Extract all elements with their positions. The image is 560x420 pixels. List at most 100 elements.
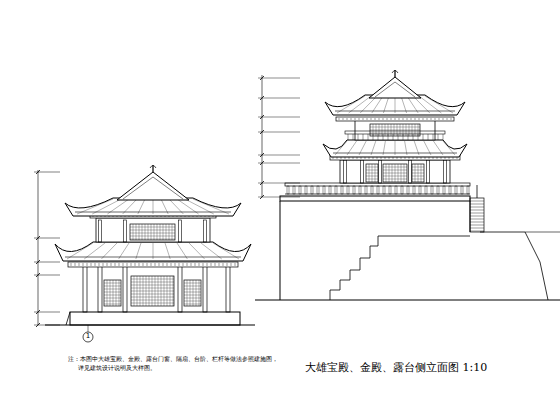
- line: [395, 118, 396, 120]
- line: [470, 228, 484, 229]
- line: [133, 224, 134, 240]
- rect: [407, 186, 409, 194]
- line: [199, 280, 200, 306]
- line: [260, 181, 264, 185]
- line: [333, 153, 457, 154]
- line: [470, 222, 484, 223]
- line: [231, 263, 232, 266]
- line: [258, 98, 300, 99]
- line: [435, 118, 436, 120]
- line: [36, 236, 40, 240]
- line: [136, 243, 141, 259]
- line: [395, 96, 396, 113]
- rect: [359, 186, 361, 194]
- line: [373, 134, 374, 140]
- note-text: 详见建筑设计说明及大样图。: [78, 365, 156, 372]
- line: [470, 231, 484, 232]
- line: [130, 227, 175, 228]
- rect: [419, 186, 421, 194]
- rect: [299, 186, 301, 194]
- rect: [99, 220, 102, 242]
- line: [439, 118, 440, 120]
- rect: [401, 186, 403, 194]
- line: [136, 224, 137, 240]
- rect: [131, 276, 174, 306]
- rect: [449, 186, 451, 194]
- line: [104, 301, 121, 302]
- line: [195, 263, 196, 266]
- line: [171, 263, 172, 266]
- line: [403, 134, 404, 140]
- line: [470, 225, 484, 226]
- rect: [353, 186, 355, 194]
- line: [36, 260, 40, 264]
- line: [443, 118, 444, 120]
- line: [83, 263, 84, 266]
- rect: [383, 186, 385, 194]
- line: [142, 224, 143, 240]
- line: [258, 78, 300, 79]
- line: [79, 263, 80, 266]
- line: [131, 297, 174, 298]
- line: [447, 118, 448, 120]
- line: [366, 179, 378, 180]
- rect: [98, 264, 102, 312]
- line: [260, 161, 264, 165]
- line: [131, 294, 174, 295]
- line: [480, 232, 548, 300]
- line: [65, 257, 241, 258]
- line: [184, 295, 201, 296]
- line: [348, 134, 349, 140]
- line: [412, 179, 424, 180]
- line: [358, 134, 359, 140]
- line: [184, 301, 201, 302]
- line: [383, 134, 384, 140]
- line: [370, 130, 420, 131]
- line: [423, 118, 424, 120]
- line: [392, 71, 398, 74]
- line: [431, 118, 432, 120]
- line: [107, 280, 108, 306]
- line: [184, 289, 201, 290]
- rect: [124, 220, 127, 242]
- line: [160, 224, 161, 240]
- line: [330, 236, 470, 300]
- line: [116, 280, 117, 306]
- line: [363, 118, 364, 120]
- line: [525, 232, 560, 233]
- line: [227, 263, 228, 266]
- line: [260, 195, 264, 199]
- line: [370, 133, 420, 134]
- line: [412, 167, 424, 168]
- line: [166, 224, 167, 240]
- line: [401, 96, 407, 113]
- line: [398, 134, 399, 140]
- rect: [285, 183, 470, 186]
- line: [65, 198, 241, 216]
- rect: [444, 160, 447, 183]
- line: [117, 172, 189, 200]
- line: [159, 263, 160, 266]
- line: [255, 300, 560, 301]
- line: [131, 279, 174, 280]
- line: [123, 263, 124, 266]
- rect: [329, 186, 331, 194]
- rect: [70, 312, 240, 325]
- rect: [365, 186, 367, 194]
- line: [423, 134, 424, 140]
- line: [215, 263, 216, 266]
- rect: [68, 262, 238, 267]
- line: [167, 263, 168, 266]
- rect: [336, 117, 454, 121]
- line: [111, 263, 112, 266]
- rect: [371, 186, 373, 194]
- line: [367, 118, 368, 120]
- rect: [389, 186, 391, 194]
- line: [438, 134, 439, 140]
- line: [201, 243, 222, 259]
- line: [175, 263, 176, 266]
- rect: [355, 120, 435, 140]
- line: [119, 280, 120, 306]
- line: [36, 170, 40, 174]
- line: [135, 263, 136, 266]
